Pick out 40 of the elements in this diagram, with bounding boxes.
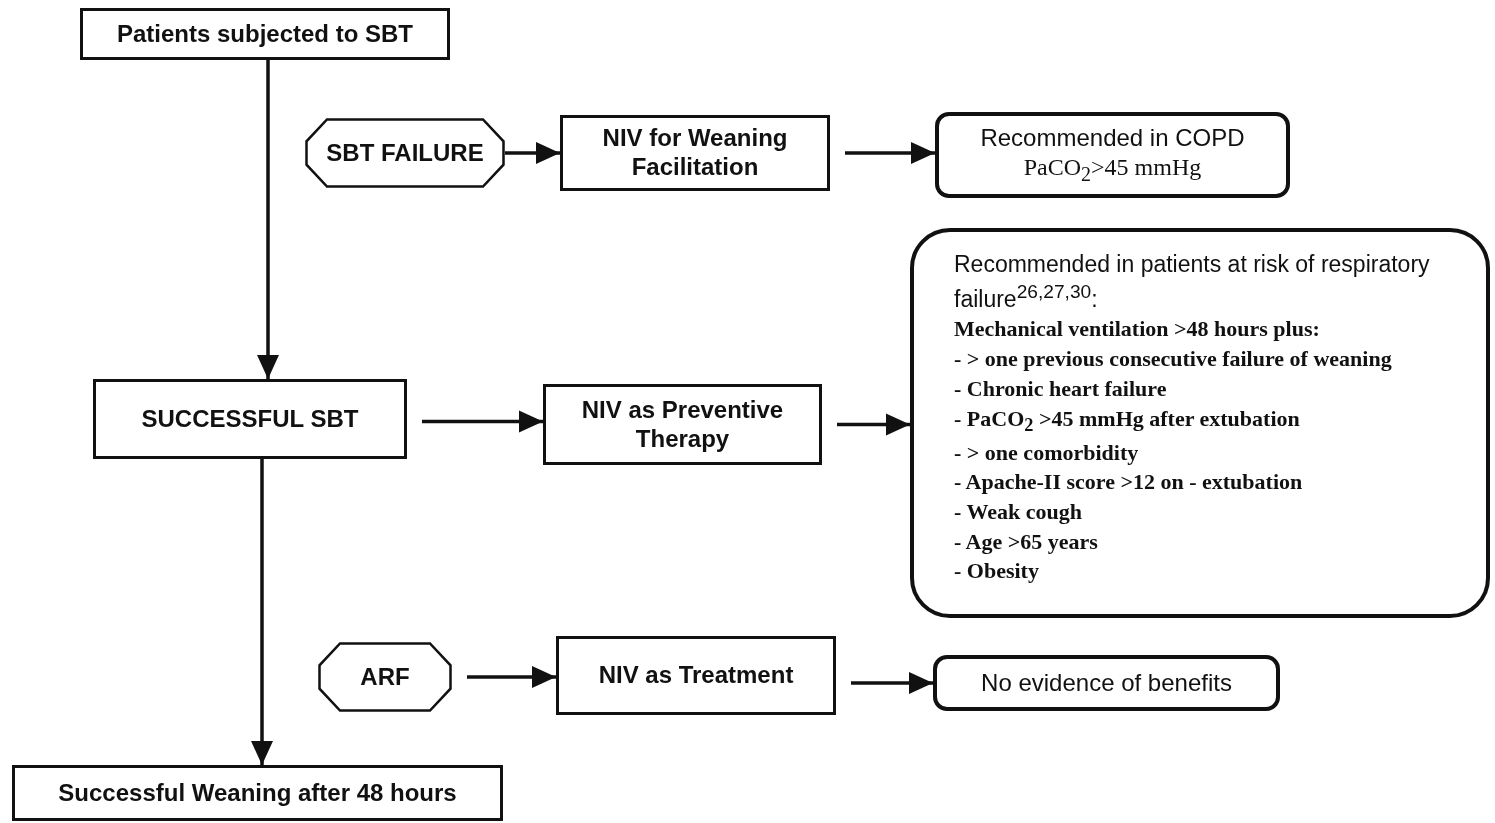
node-label: No evidence of benefits: [981, 668, 1232, 698]
node-label: Patients subjected to SBT: [116, 19, 414, 49]
process-box: [560, 115, 830, 191]
note-heading: Mechanical ventilation >48 hours plus:: [954, 315, 1320, 344]
list-item: - > one previous consecutive failure of weaning: [954, 345, 1392, 374]
list-item: - Obesity: [954, 557, 1039, 586]
arrow: [250, 459, 274, 765]
octagon-node: [318, 642, 452, 712]
node-label: SBT FAILURE: [326, 138, 484, 168]
process-box: [80, 8, 450, 60]
node-label: PaCO$_{2}$>45 mmHg: [1023, 153, 1202, 186]
node-label: SUCCESSFUL SBT: [141, 404, 359, 434]
list-item: - Chronic heart failure: [954, 374, 1167, 403]
arrow: [837, 413, 910, 436]
process-box: [12, 765, 503, 821]
arrow: [467, 665, 556, 689]
arrow: [851, 671, 933, 695]
arrow: [505, 141, 560, 165]
process-box: [543, 384, 822, 465]
list-item: - Age >65 years: [954, 527, 1098, 556]
arrow: [256, 60, 280, 379]
list-item: - PaCO$_{2}$ >45 mmHg after extubation: [954, 404, 1300, 437]
node-label: ARF: [360, 662, 410, 692]
process-box: [93, 379, 407, 459]
arrow: [845, 141, 935, 165]
note-box: [910, 228, 1490, 618]
octagon-node: [305, 118, 505, 188]
node-label: Successful Weaning after 48 hours: [58, 778, 457, 808]
node-label: NIV as Preventive Therapy: [580, 395, 785, 454]
note-box: [933, 655, 1280, 711]
node-label: NIV for Weaning Facilitation: [601, 124, 789, 182]
process-box: [556, 636, 836, 715]
list-item: - > one comorbidity: [954, 438, 1139, 467]
node-label: NIV as Treatment: [598, 661, 794, 690]
arrow: [422, 410, 543, 433]
note-text: Recommended in patients at risk of respiratory failure$^{26,27,30}$:: [954, 250, 1431, 314]
list-item: - Apache-II score >12 on - extubation: [954, 468, 1303, 497]
list-item: - Weak cough: [954, 498, 1082, 526]
note-box: [935, 112, 1290, 198]
node-label: Recommended in COPD: [980, 124, 1245, 153]
